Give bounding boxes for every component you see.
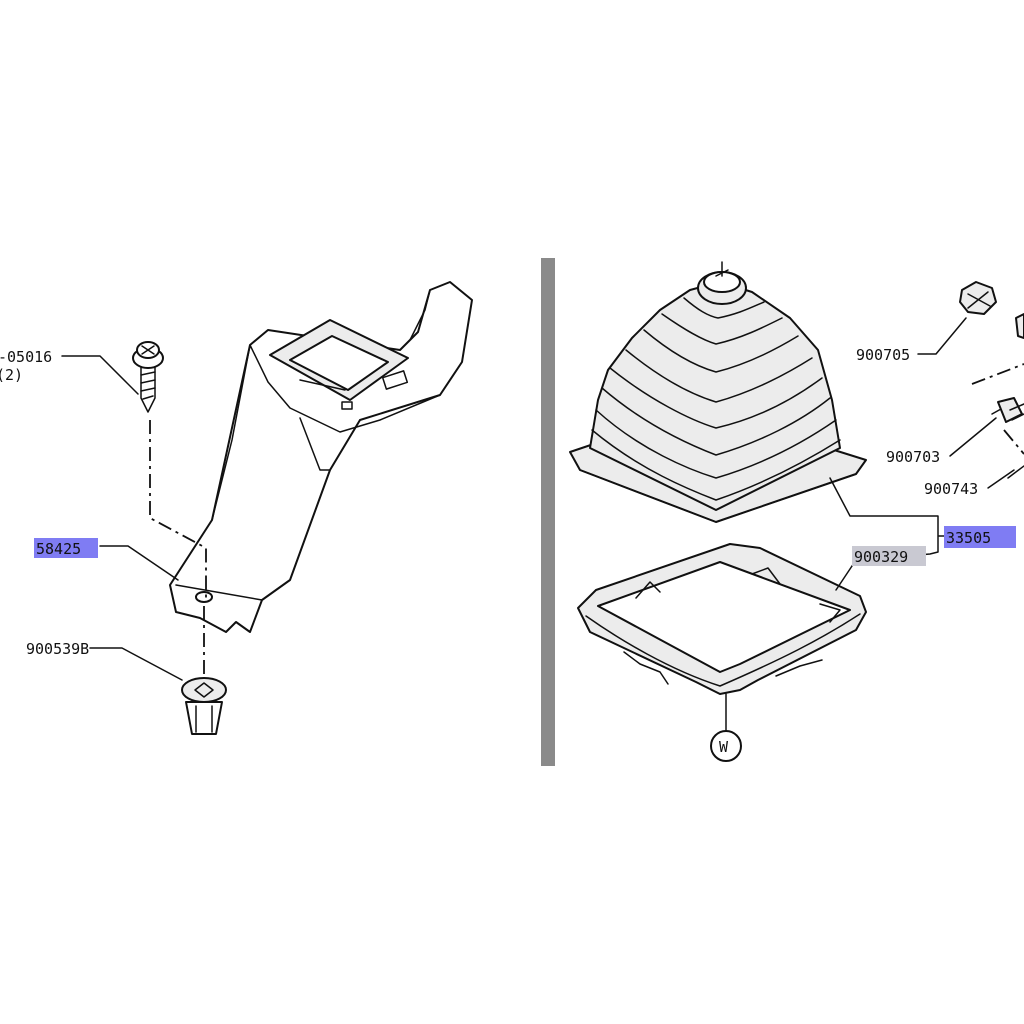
leader-console xyxy=(99,545,179,581)
shift-boot xyxy=(569,261,867,523)
screw-part-label: -05016 xyxy=(0,348,52,366)
nut-icon xyxy=(959,281,1024,339)
boot-assembly-highlight xyxy=(944,526,1016,548)
boot-assembly-part-label: 33505 xyxy=(946,529,991,547)
right-panel: W 900705 900703 900743 33505 900329 xyxy=(569,261,1024,762)
screw-centerline xyxy=(149,420,207,598)
reference-marker-label: W xyxy=(719,738,729,756)
console-part-label: 58425 xyxy=(36,540,81,558)
leader-screw xyxy=(61,355,139,395)
clip-part-label: 900539B xyxy=(26,640,89,658)
left-panel: -05016 (2) 58425 900539B xyxy=(0,281,473,735)
leader-clip xyxy=(89,647,183,681)
boot-frame-part-label: 900329 xyxy=(854,548,908,566)
bracket-line xyxy=(1007,465,1024,479)
boot-frame xyxy=(577,543,867,695)
boot-frame-highlight xyxy=(852,546,926,566)
bolt-icon xyxy=(991,397,1024,423)
leader-washer xyxy=(987,469,1015,489)
nut-part-label: 900705 xyxy=(856,346,910,364)
leader-bolt xyxy=(949,417,997,457)
bolt-centerline xyxy=(971,363,1024,455)
screw-qty-label: (2) xyxy=(0,366,23,384)
washer-part-label: 900743 xyxy=(924,480,978,498)
console-part-highlight xyxy=(34,538,98,558)
screw-icon xyxy=(132,341,164,413)
bolt-part-label: 900703 xyxy=(886,448,940,466)
leader-nut xyxy=(917,317,967,355)
console-trim-panel xyxy=(169,281,473,633)
clip-icon xyxy=(181,677,227,735)
reference-marker: W xyxy=(710,693,742,762)
panel-divider xyxy=(541,258,555,766)
